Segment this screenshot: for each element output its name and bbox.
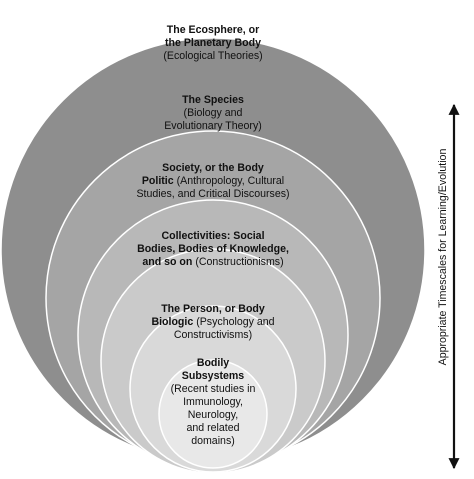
society-label: Society, or the Body Politic (Anthropolo… (136, 162, 290, 200)
timescale-axis-label: Appropriate Timescales for Learning/Evol… (437, 148, 449, 366)
person-label: The Person, or Body Biologic (Psychology… (151, 303, 275, 341)
bodily-subsystems-circle (158, 359, 268, 469)
bodily-subsystems-label: Bodily Subsystems (Recent studies in Imm… (170, 357, 256, 447)
ecosphere-label: The Ecosphere, or the Planetary Body (Ec… (163, 24, 263, 62)
species-label: The Species (Biology and Evolutionary Th… (164, 94, 262, 132)
collectivities-label: Collectivities: Social Bodies, Bodies of… (137, 230, 289, 268)
